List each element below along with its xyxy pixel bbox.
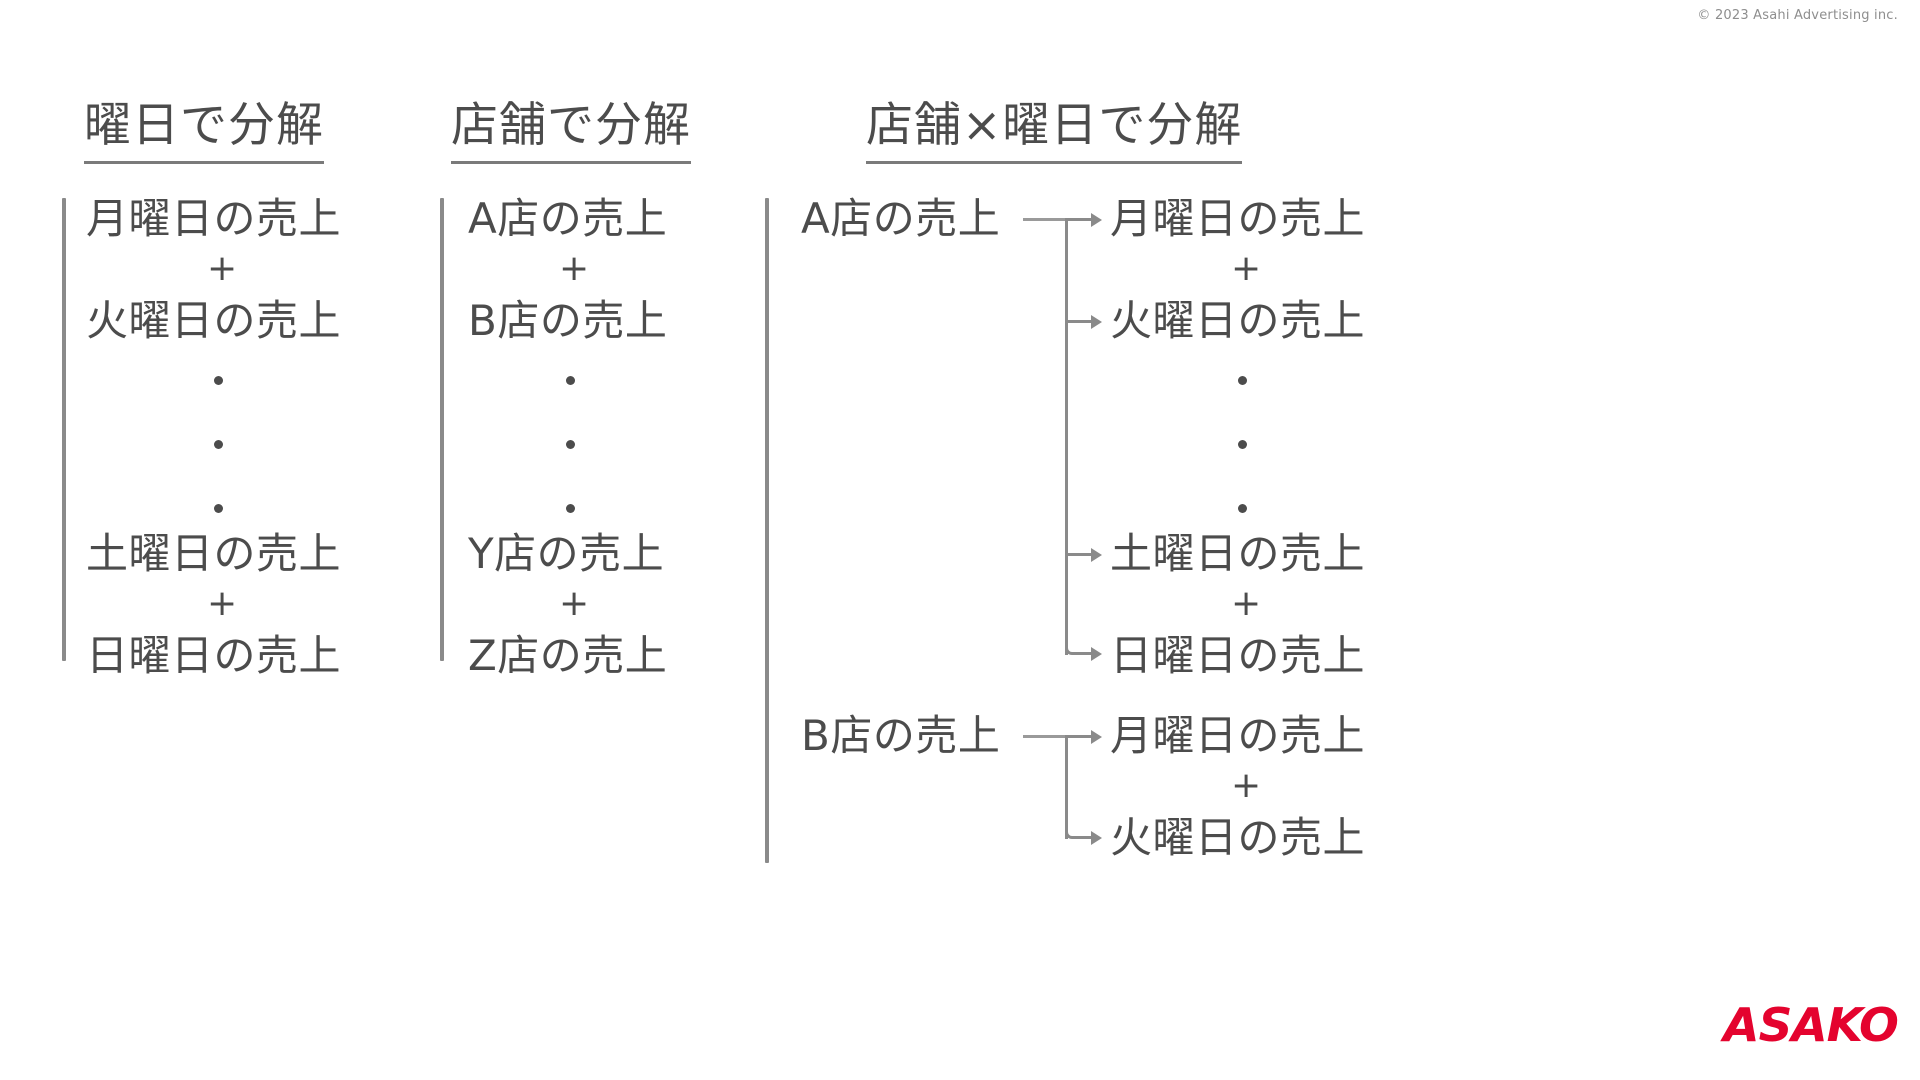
- column-3-vertical-rule: [765, 198, 769, 863]
- col3-groupA-item-tuesday: 火曜日の売上: [1110, 296, 1366, 345]
- column-heading-by-store-and-weekday: 店舗×曜日で分解: [866, 86, 1243, 164]
- col3-groupA-stub-monday: [1065, 218, 1091, 221]
- col3-groupB-stub-tuesday: [1078, 836, 1091, 839]
- col1-item-saturday: 土曜日の売上: [86, 529, 342, 578]
- col3-groupA-item-sunday: 日曜日の売上: [1110, 631, 1366, 680]
- col1-plus-2: +: [207, 583, 238, 624]
- copyright-notice: © 2023 Asahi Advertising inc.: [1697, 8, 1898, 23]
- arrow-head-icon: [1091, 730, 1102, 744]
- col3-groupA-plus-1: +: [1231, 248, 1262, 289]
- arrow-head-icon: [1091, 315, 1102, 329]
- column-heading-by-store: 店舗で分解: [451, 86, 691, 164]
- col1-item-tuesday: 火曜日の売上: [86, 296, 342, 345]
- col3-groupB-source: B店の売上: [801, 711, 1001, 760]
- column-1-vertical-rule: [62, 198, 66, 661]
- col2-item-store-b: B店の売上: [468, 296, 668, 345]
- col3-groupB-corner: [1065, 823, 1081, 839]
- col1-ellipsis-dot-2: [214, 440, 223, 449]
- col3-groupA-stub-sunday: [1078, 652, 1091, 655]
- col3-groupA-stub-tuesday: [1065, 320, 1091, 323]
- col3-groupA-source: A店の売上: [801, 194, 1001, 243]
- col3-groupA-item-saturday: 土曜日の売上: [1110, 529, 1366, 578]
- column-heading-by-weekday: 曜日で分解: [84, 86, 324, 164]
- col2-ellipsis-dot-1: [566, 376, 575, 385]
- col3-groupA-leadin: [1023, 218, 1067, 221]
- col1-ellipsis-dot-1: [214, 376, 223, 385]
- arrow-head-icon: [1091, 213, 1102, 227]
- col1-item-sunday: 日曜日の売上: [86, 631, 342, 680]
- col1-item-monday: 月曜日の売上: [86, 194, 342, 243]
- col3-groupB-plus-1: +: [1231, 765, 1262, 806]
- column-2-vertical-rule: [440, 198, 444, 661]
- arrow-head-icon: [1091, 647, 1102, 661]
- col3-groupB-item-tuesday: 火曜日の売上: [1110, 813, 1366, 862]
- col3-groupA-ellipsis-dot-1: [1238, 376, 1247, 385]
- col3-groupB-spine: [1065, 735, 1068, 839]
- col3-groupB-leadin: [1023, 735, 1067, 738]
- col3-groupB-stub-monday: [1065, 735, 1091, 738]
- col2-item-store-a: A店の売上: [468, 194, 668, 243]
- col3-groupA-ellipsis-dot-2: [1238, 440, 1247, 449]
- asako-logo: ASAKO: [1723, 998, 1899, 1052]
- col3-groupB-item-monday: 月曜日の売上: [1110, 711, 1366, 760]
- col3-groupA-corner: [1065, 639, 1081, 655]
- col2-ellipsis-dot-3: [566, 504, 575, 513]
- col2-item-store-y: Y店の売上: [468, 529, 665, 578]
- arrow-head-icon: [1091, 548, 1102, 562]
- col2-plus-1: +: [559, 248, 590, 289]
- col1-ellipsis-dot-3: [214, 504, 223, 513]
- col3-groupA-item-monday: 月曜日の売上: [1110, 194, 1366, 243]
- col1-plus-1: +: [207, 248, 238, 289]
- col2-ellipsis-dot-2: [566, 440, 575, 449]
- col3-groupA-ellipsis-dot-3: [1238, 504, 1247, 513]
- col3-groupA-spine: [1065, 218, 1068, 655]
- arrow-head-icon: [1091, 831, 1102, 845]
- col3-groupA-plus-2: +: [1231, 583, 1262, 624]
- col2-item-store-z: Z店の売上: [468, 631, 668, 680]
- col2-plus-2: +: [559, 583, 590, 624]
- col3-groupA-stub-saturday: [1065, 553, 1091, 556]
